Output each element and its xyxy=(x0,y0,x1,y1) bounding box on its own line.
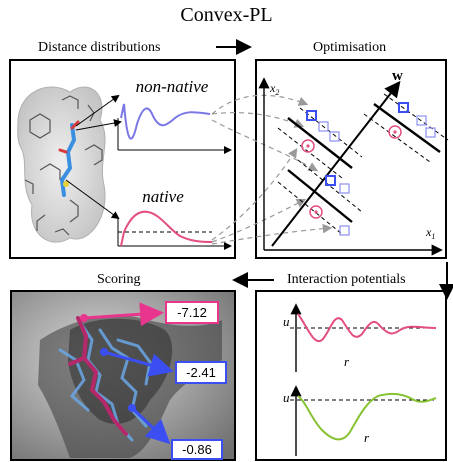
r-label-top: r xyxy=(344,354,350,369)
scoring-label: Scoring xyxy=(97,272,141,287)
potentials-panel-frame xyxy=(255,290,447,461)
interaction-potentials-label: Interaction potentials xyxy=(287,272,406,287)
optimisation-label: Optimisation xyxy=(313,40,387,55)
non-native-points xyxy=(306,102,436,236)
diagram-title: Convex-PL xyxy=(180,4,273,26)
distance-distributions-label: Distance distributions xyxy=(38,40,161,55)
optimisation-axes xyxy=(258,77,443,256)
potential-plot-bottom xyxy=(290,385,437,456)
u-label-top: u xyxy=(283,314,290,329)
scoring-panel-frame xyxy=(10,290,236,461)
ligand-native-pose xyxy=(68,316,128,436)
score-value-2: -2.41 xyxy=(186,365,216,380)
w-vector xyxy=(271,80,401,247)
u-label-bottom: u xyxy=(283,390,290,405)
score-value-1: -7.12 xyxy=(177,305,207,320)
axis-x1-label: x1 xyxy=(425,225,435,241)
non-native-plot xyxy=(117,103,232,154)
optimisation-panel-frame xyxy=(255,59,447,259)
native-points xyxy=(301,125,402,219)
potential-plot-top xyxy=(290,303,437,372)
score-callout-1 xyxy=(80,301,219,327)
axis-x2-label: x2 xyxy=(269,81,279,97)
score-callout-3 xyxy=(128,404,223,460)
r-label-bottom: r xyxy=(364,430,370,445)
hyperplanes xyxy=(277,93,449,235)
protein-ligand-molecule xyxy=(17,86,106,243)
native-plot xyxy=(117,210,232,250)
native-label: native xyxy=(142,187,184,206)
non-native-label: non-native xyxy=(136,77,209,96)
score-value-3: -0.86 xyxy=(182,442,212,457)
w-label: w xyxy=(392,68,403,84)
score-callout-2 xyxy=(100,348,227,384)
distance-panel-frame xyxy=(9,59,236,259)
